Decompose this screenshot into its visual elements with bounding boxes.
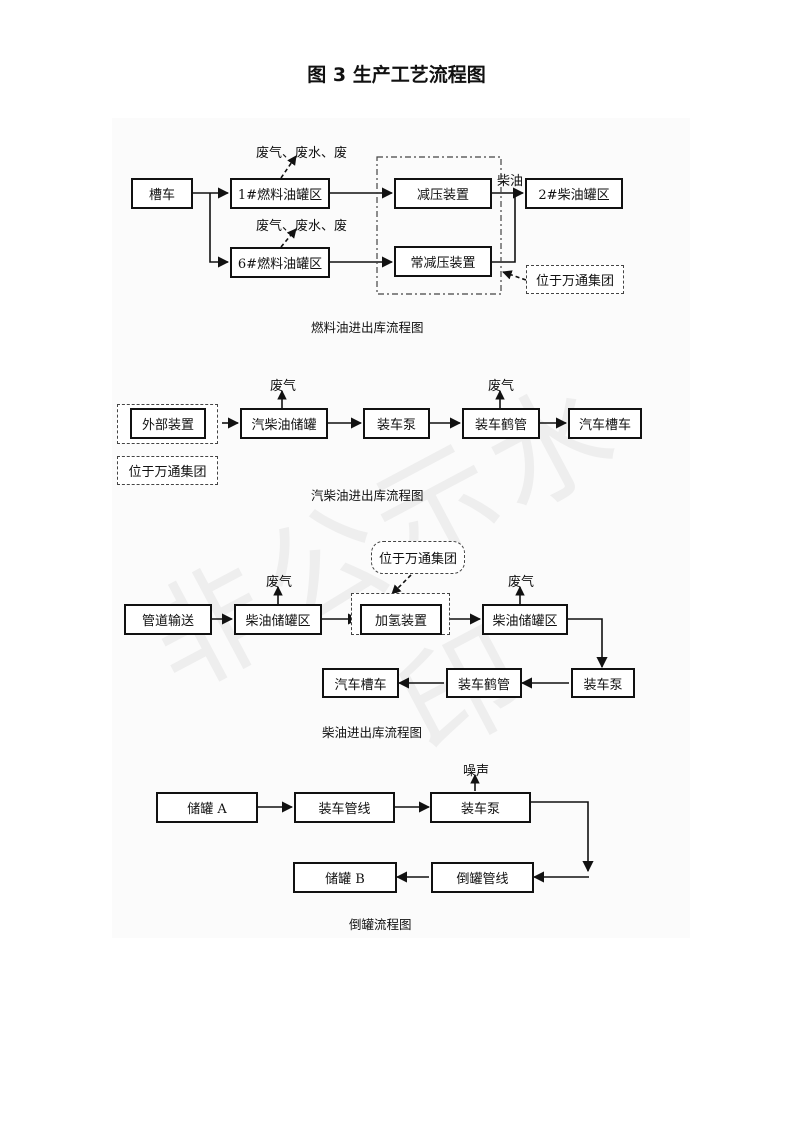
fuel-dashed-group [376,156,502,295]
gasdiesel-section-lines [222,390,568,429]
node-transfer-pump: 装车泵 [430,792,531,823]
node-tank-b: 储罐 B [293,862,397,893]
caption-gasdiesel: 汽柴油进出库流程图 [311,488,424,503]
page-title: 图 3 生产工艺流程图 [307,64,486,86]
label-waste-gas-b: 废气 [488,379,515,394]
node-loading-pump: 装车泵 [363,408,430,439]
label-diesel-waste-b: 废气 [508,575,535,590]
fuel-section-lines [193,155,527,281]
node-diesel-tank-area-2: 柴油储罐区 [482,604,568,635]
note-location-diesel: 位于万通集团 [371,541,465,574]
node-gasdiesel-storage: 汽柴油储罐 [240,408,328,439]
label-waste-2: 废气、废水、废 [256,219,348,234]
node-decompression: 减压装置 [394,178,492,209]
diesel-section-lines [212,574,608,689]
label-waste-gas-a: 废气 [270,379,297,394]
label-waste-1: 废气、废水、废 [256,146,348,161]
node-pipeline: 管道输送 [124,604,212,635]
node-loading-crane: 装车鹤管 [462,408,540,439]
node-tank-a: 储罐 A [156,792,258,823]
node-diesel-loading-crane: 装车鹤管 [446,668,522,698]
node-transfer-pipeline: 倒罐管线 [431,862,534,893]
note-location-fuel: 位于万通集团 [526,265,624,294]
node-tank2-diesel: 2#柴油罐区 [525,178,623,209]
node-tank1: 1#燃料油罐区 [230,178,330,209]
note-location-gasdiesel: 位于万通集团 [117,456,218,485]
node-diesel-tank-area-1: 柴油储罐区 [234,604,322,635]
node-diesel-tank-truck: 汽车槽车 [322,668,399,698]
label-noise: 噪声 [463,764,490,779]
caption-diesel: 柴油进出库流程图 [322,725,423,740]
transfer-section-lines [258,774,594,883]
caption-fuel: 燃料油进出库流程图 [311,320,424,335]
node-diesel-loading-pump: 装车泵 [571,668,635,698]
label-diesel: 柴油 [497,174,524,189]
caption-transfer: 倒罐流程图 [349,917,412,932]
node-tank-truck: 汽车槽车 [568,408,642,439]
node-tank6: 6#燃料油罐区 [230,247,330,278]
node-loading-pipeline: 装车管线 [294,792,395,823]
node-tanker: 槽车 [131,178,193,209]
node-hydrogenation: 加氢装置 [360,604,442,635]
node-external-device: 外部装置 [130,408,206,439]
label-diesel-waste-a: 废气 [266,575,293,590]
node-atmospheric-vacuum: 常减压装置 [394,246,492,277]
